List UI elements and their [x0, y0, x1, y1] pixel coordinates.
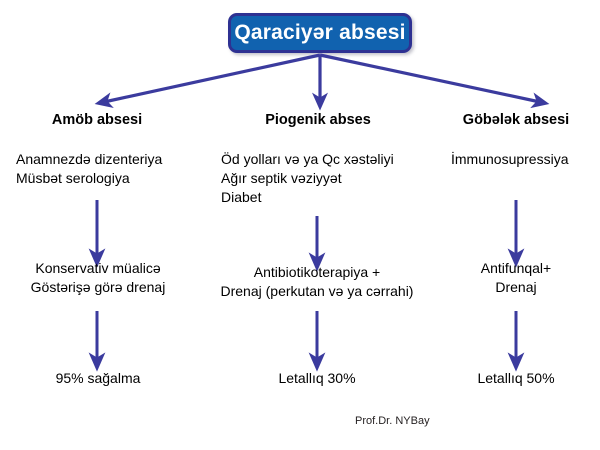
feature-line: Ağır septik vəziyyət [221, 170, 342, 186]
branch-outcome-pyogenic: Letallıq 30% [227, 369, 407, 388]
treatment-line: Antifunqal+ [480, 260, 552, 276]
branch-outcome-amoebic: 95% sağalma [0, 369, 196, 388]
feature-line: Diabet [221, 189, 262, 205]
treatment-line: Antibiotikoterapiya + [253, 264, 381, 280]
treatment-line: Drenaj (perkutan və ya cərrahi) [220, 283, 414, 299]
treatment-line: Drenaj [495, 279, 537, 295]
root-node-qaraciyer-absesi: Qaraciyər absesi [228, 13, 412, 53]
root-node-label: Qaraciyər absesi [234, 21, 406, 44]
branch-features-amoebic: Anamnezdə dizenteriya Müsbət serologiya [16, 150, 162, 188]
branch-outcome-fungal: Letallıq 50% [426, 369, 600, 388]
branch-treatment-pyogenic: Antibiotikoterapiya + Drenaj (perkutan v… [197, 263, 437, 301]
feature-line: Anamnezdə dizenteriya [16, 151, 163, 167]
branch-header-pyogenic: Piogenik abses [265, 112, 371, 128]
author-credit: Prof.Dr. NYBay [355, 415, 430, 427]
feature-line: Müsbət serologiya [16, 170, 130, 186]
branch-treatment-amoebic: Konservativ müalicə Göstərişə görə drena… [0, 259, 196, 297]
branch-treatment-fungal: Antifunqal+ Drenaj [426, 259, 600, 297]
branch-header-fungal: Göbələk absesi [462, 112, 570, 128]
root-fanout-arrows [94, 53, 550, 111]
branch-features-pyogenic: Öd yolları və ya Qc xəstəliyi Ağır septi… [221, 150, 394, 207]
feature-line: Öd yolları və ya Qc xəstəliyi [221, 151, 394, 167]
branch-features-fungal: İmmunosupressiya [451, 150, 569, 169]
treatment-line: Konservativ müalicə [35, 260, 161, 276]
outcome-line: 95% sağalma [55, 370, 141, 386]
outcome-line: Letallıq 50% [477, 370, 555, 386]
treatment-line: Göstərişə görə drenaj [30, 279, 166, 295]
feature-line: İmmunosupressiya [451, 151, 569, 167]
branch-header-amoebic: Amöb absesi [51, 112, 143, 128]
outcome-line: Letallıq 30% [278, 370, 356, 386]
